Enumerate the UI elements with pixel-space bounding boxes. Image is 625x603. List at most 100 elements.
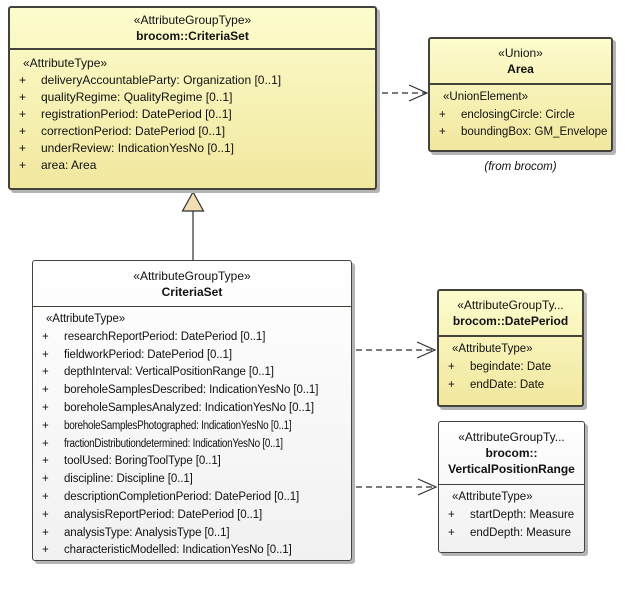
attribute-row[interactable]: + startDepth: Measure (439, 509, 584, 527)
attributes-compartment: «AttributeType» +researchReportPeriod: D… (33, 307, 351, 562)
stereotype-label: «Union» (498, 46, 543, 60)
attribute-row[interactable]: + qualityRegime: QualityRegime [0..1] (10, 90, 375, 107)
attribute-text: startDepth: Measure (470, 509, 575, 521)
dependency-arrow-verticalpositionrange[interactable] (356, 478, 438, 496)
attribute-row[interactable]: + characteristicModelled: IndicationYesNo… (33, 544, 351, 562)
class-name: brocom::DatePeriod (452, 314, 569, 328)
attribute-row[interactable]: +depthInterval: VerticalPositionRange [0… (33, 366, 351, 384)
visibility: + (19, 90, 27, 104)
attribute-row[interactable]: + endDate: Date (439, 379, 582, 397)
dependency-arrow-area[interactable] (382, 84, 429, 102)
visibility: + (448, 509, 455, 521)
attribute-row[interactable]: + analysisType: AnalysisType [0..1] (33, 527, 351, 545)
visibility: + (42, 455, 49, 468)
class-box-area[interactable]: «Union» Area «UnionElement» + enclosingCi… (428, 37, 613, 152)
attribute-text: begindate: Date (470, 361, 552, 373)
class-header: «AttributeGroupTy... brocom::DatePeriod (439, 291, 582, 337)
package-origin-note: (from brocom) (484, 161, 557, 173)
attribute-row[interactable]: + enclosingCircle: Circle (430, 109, 611, 127)
attribute-row[interactable]: + correctionPeriod: DatePeriod [0..1] (10, 124, 375, 141)
class-box-brocom-dateperiod[interactable]: «AttributeGroupTy... brocom::DatePeriod … (437, 289, 584, 407)
attributes-compartment: «AttributeType» +begindate: Date + endDat… (439, 337, 582, 397)
class-name: brocom::CriteriaSet (136, 29, 249, 43)
class-box-brocom-verticalpositionrange[interactable]: «AttributeGroupTy... brocom:: VerticalPo… (438, 421, 585, 553)
class-box-criteriaset[interactable]: «AttributeGroupType» CriteriaSet «Attrib… (32, 260, 352, 561)
attribute-text: fractionDistributiondetermined: Indicati… (64, 437, 283, 450)
attribute-row[interactable]: +underReview: IndicationYesNo [0..1] (10, 141, 375, 158)
class-header: «AttributeGroupType» brocom::CriteriaSet (10, 8, 375, 50)
attribute-text: characteristicModelled: IndicationYesNo … (64, 544, 292, 557)
section-label: «AttributeType» (452, 343, 533, 355)
stereotype-label: «AttributeGroupTy... (458, 430, 565, 444)
class-box-brocom-criteriaset[interactable]: «AttributeGroupType» brocom::CriteriaSet… (8, 6, 377, 190)
attribute-row[interactable]: + descriptionCompletionPeriod: DatePeriod… (33, 491, 351, 509)
attribute-row[interactable]: + analysisReportPeriod: DatePeriod [0..1] (33, 509, 351, 527)
stereotype-label: «AttributeGroupTy... (457, 298, 564, 312)
attribute-text: analysisType: AnalysisType [0..1] (64, 526, 230, 539)
visibility: + (42, 348, 49, 361)
attribute-row[interactable]: + researchReportPeriod: DatePeriod [0..1] (33, 331, 351, 349)
attribute-text: qualityRegime: QualityRegime [0..1] (41, 90, 233, 104)
attribute-row[interactable]: +begindate: Date (439, 361, 582, 379)
attribute-text: endDate: Date (470, 379, 545, 391)
attribute-row[interactable]: + toolUsed: BoringToolType [0..1] (33, 455, 351, 473)
section-label: «AttributeType» (452, 491, 533, 503)
attribute-row[interactable]: + endDepth: Measure (439, 527, 584, 545)
dependency-arrow-dateperiod[interactable] (356, 341, 437, 359)
visibility: + (42, 526, 49, 539)
class-name: Area (507, 62, 534, 76)
attribute-row[interactable]: + boreholeSamplesAnalyzed: IndicationYesN… (33, 402, 351, 420)
attributes-compartment: «AttributeType» + startDepth: Measure + en… (439, 485, 584, 545)
attribute-text: deliveryAccountableParty: Organization [… (41, 73, 282, 87)
attribute-text: fieldworkPeriod: DatePeriod [0..1] (64, 348, 232, 361)
generalization-arrow[interactable] (181, 190, 205, 260)
stereotype-label: «AttributeGroupType» (133, 13, 252, 27)
attribute-text: analysisReportPeriod: DatePeriod [0..1] (64, 508, 263, 521)
attribute-row[interactable]: +deliveryAccountableParty: Organization … (10, 73, 375, 90)
visibility: + (42, 330, 49, 343)
visibility: + (439, 108, 446, 121)
attribute-text: correctionPeriod: DatePeriod [0..1] (41, 124, 226, 138)
section-label: «UnionElement» (443, 91, 529, 103)
visibility: + (42, 419, 49, 432)
attribute-text: underReview: IndicationYesNo [0..1] (41, 141, 235, 155)
attribute-text: boreholeSamplesPhotographed: IndicationY… (64, 419, 292, 432)
attribute-row[interactable]: + fieldworkPeriod: DatePeriod [0..1] (33, 349, 351, 367)
attribute-row[interactable]: +fractionDistributiondetermined: Indicat… (33, 438, 351, 456)
attribute-text: enclosingCircle: Circle (461, 108, 575, 121)
attribute-text: boreholeSamplesAnalyzed: IndicationYesNo… (64, 401, 314, 414)
visibility: + (19, 124, 27, 138)
attribute-text: toolUsed: BoringToolType [0..1] (64, 455, 221, 468)
attribute-text: descriptionCompletionPeriod: DatePeriod … (64, 490, 300, 503)
attribute-row[interactable]: + boreholeSamplesPhotographed: Indication… (33, 420, 351, 438)
attribute-row[interactable]: +boreholeSamplesDescribed: IndicationYes… (33, 384, 351, 402)
attribute-text: discipline: Discipline [0..1] (64, 473, 193, 486)
visibility: + (19, 158, 27, 172)
attribute-text: area: Area (41, 158, 97, 172)
visibility: + (42, 490, 49, 503)
class-header: «Union» Area (430, 39, 611, 85)
visibility: + (42, 384, 49, 397)
attribute-row[interactable]: +registrationPeriod: DatePeriod [0..1] (10, 107, 375, 124)
class-header: «AttributeGroupType» CriteriaSet (33, 261, 351, 307)
attributes-compartment: «UnionElement» +enclosingCircle: Circle … (430, 85, 611, 144)
visibility: + (42, 366, 49, 379)
visibility: + (448, 527, 455, 539)
attribute-row[interactable]: + boundingBox: GM_Envelope (430, 126, 611, 144)
class-name: CriteriaSet (161, 284, 223, 299)
visibility: + (439, 126, 446, 138)
attribute-row[interactable]: + discipline: Discipline [0..1] (33, 473, 351, 491)
visibility: + (42, 473, 49, 486)
attribute-text: endDepth: Measure (470, 527, 572, 539)
visibility: + (42, 508, 49, 521)
attribute-text: registrationPeriod: DatePeriod [0..1] (41, 107, 232, 121)
visibility: + (42, 544, 49, 557)
attribute-text: boundingBox: GM_Envelope (461, 126, 608, 138)
section-label: «AttributeType» (23, 56, 108, 70)
attribute-text: researchReportPeriod: DatePeriod [0..1] (64, 330, 266, 343)
visibility: + (42, 401, 49, 414)
attribute-row[interactable]: + area: Area (10, 158, 375, 175)
visibility: + (448, 379, 455, 391)
stereotype-label: «AttributeGroupType» (133, 268, 251, 283)
